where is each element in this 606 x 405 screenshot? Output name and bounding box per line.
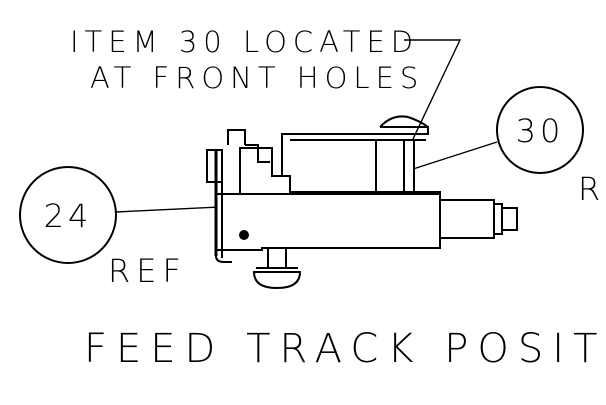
feed-track-assembly	[206, 115, 518, 290]
balloon-30: 30	[409, 86, 584, 174]
callout-note-line2: AT FRONT HOLES	[90, 61, 424, 95]
drawing-title: FEED TRACK POSITION	[84, 326, 606, 372]
balloon-24-ref: REF	[108, 252, 187, 290]
callout-leader	[402, 39, 462, 161]
callout-note-line1: ITEM 30 LOCATED	[70, 25, 419, 59]
balloon-24: 24	[19, 166, 263, 264]
balloon-30-label: 30	[516, 112, 565, 150]
balloon-24-label: 24	[44, 197, 93, 235]
balloon-30-ref: R	[578, 170, 606, 208]
